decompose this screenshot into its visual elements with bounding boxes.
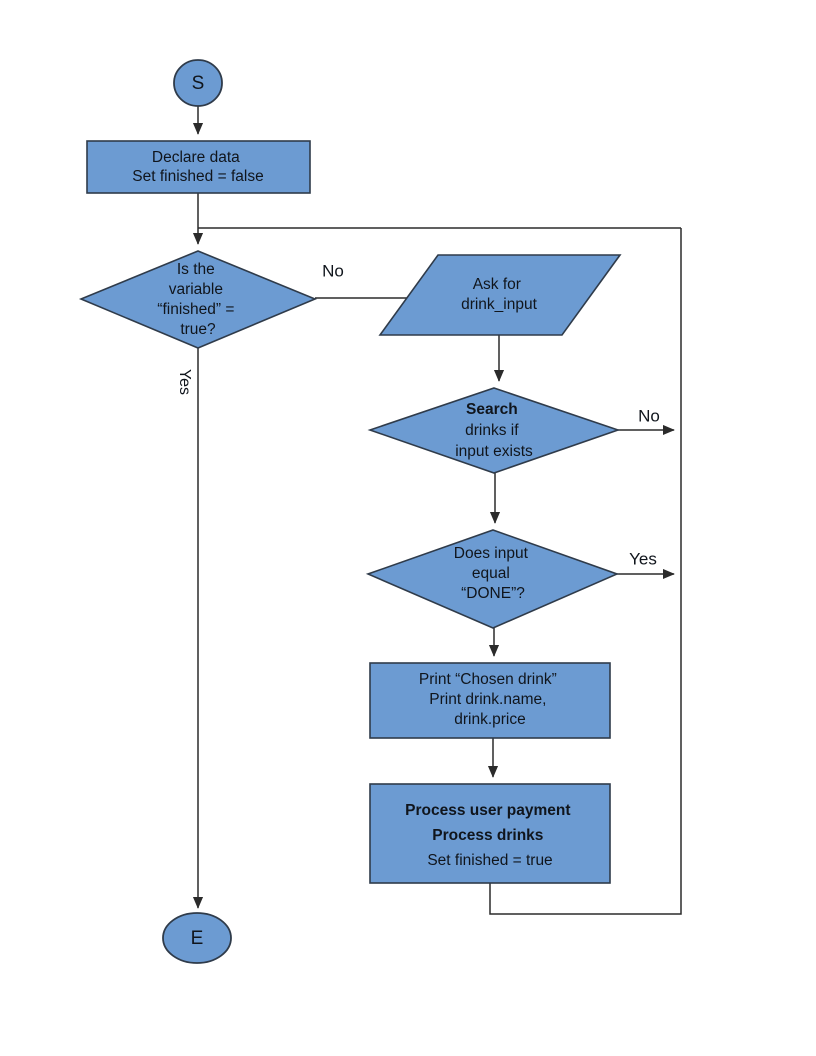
finished-check-line-4: true? (180, 321, 216, 338)
edges-layer (192, 106, 682, 915)
declare-rect[interactable] (86, 140, 311, 194)
search-drinks-label: Search drinks if input exists (455, 401, 533, 460)
ask-input-line-2: drink_input (461, 296, 538, 313)
finished-check-label: Is the variable “finished” = true? (157, 261, 238, 338)
node-search-drinks[interactable]: Search drinks if input exists (367, 387, 621, 474)
process-payment-label: Process user payment Process drinks Set … (405, 802, 575, 869)
node-finished-check[interactable]: Is the variable “finished” = true? (78, 250, 318, 349)
print-drink-line-1: Print “Chosen drink” (419, 671, 557, 688)
edge-process-to-return-loop (489, 228, 682, 915)
search-drinks-line-3: input exists (455, 443, 533, 460)
done-check-line-1: Does input (454, 545, 529, 562)
edge-labels-layer: No Yes No Yes (176, 261, 660, 568)
done-check-diamond[interactable] (365, 529, 620, 629)
node-ask-input[interactable]: Ask for drink_input (378, 254, 622, 336)
print-drink-line-2: Print drink.name, (429, 691, 546, 708)
done-check-line-2: equal (472, 565, 510, 582)
search-drinks-diamond[interactable] (367, 387, 621, 474)
ask-input-line-1: Ask for (473, 276, 521, 293)
edge-label-finished-yes: Yes (176, 369, 193, 395)
end-label: E (191, 928, 204, 949)
print-drink-rect[interactable] (369, 662, 611, 739)
process-payment-line-2: Process drinks (432, 827, 543, 844)
search-drinks-line-1: Search (466, 401, 518, 418)
declare-label: Declare data Set finished = false (132, 149, 263, 185)
node-start[interactable]: S (173, 59, 223, 107)
finished-check-line-2: variable (169, 281, 223, 298)
print-drink-line-3: drink.price (454, 711, 526, 728)
node-process-payment[interactable]: Process user payment Process drinks Set … (369, 783, 611, 884)
edge-label-finished-no: No (322, 261, 344, 280)
done-check-label: Does input equal “DONE”? (454, 545, 532, 602)
ask-input-label: Ask for drink_input (461, 276, 538, 313)
node-end[interactable]: E (162, 912, 232, 964)
declare-line-1: Declare data (152, 149, 240, 166)
start-label: S (192, 73, 205, 94)
start-ellipse[interactable] (173, 59, 223, 107)
edge-label-done-yes: Yes (629, 549, 657, 568)
declare-line-2: Set finished = false (132, 168, 263, 185)
search-drinks-line-2: drinks if (465, 422, 519, 439)
end-ellipse[interactable] (162, 912, 232, 964)
node-done-check[interactable]: Does input equal “DONE”? (365, 529, 620, 629)
finished-check-line-1: Is the (177, 261, 215, 278)
nodes-layer: S Declare data Set finished = false Is t… (78, 59, 622, 964)
process-payment-line-1: Process user payment (405, 802, 570, 819)
ask-input-parallelogram[interactable] (378, 254, 622, 336)
print-drink-label: Print “Chosen drink” Print drink.name, d… (419, 671, 561, 728)
done-check-line-3: “DONE”? (461, 585, 525, 602)
finished-check-diamond[interactable] (78, 250, 318, 349)
finished-check-line-3: “finished” = (157, 301, 234, 318)
node-declare-data[interactable]: Declare data Set finished = false (86, 140, 311, 194)
node-print-drink[interactable]: Print “Chosen drink” Print drink.name, d… (369, 662, 611, 739)
process-payment-rect[interactable] (369, 783, 611, 884)
process-payment-line-3: Set finished = true (427, 852, 552, 869)
edge-label-search-no: No (638, 406, 660, 425)
